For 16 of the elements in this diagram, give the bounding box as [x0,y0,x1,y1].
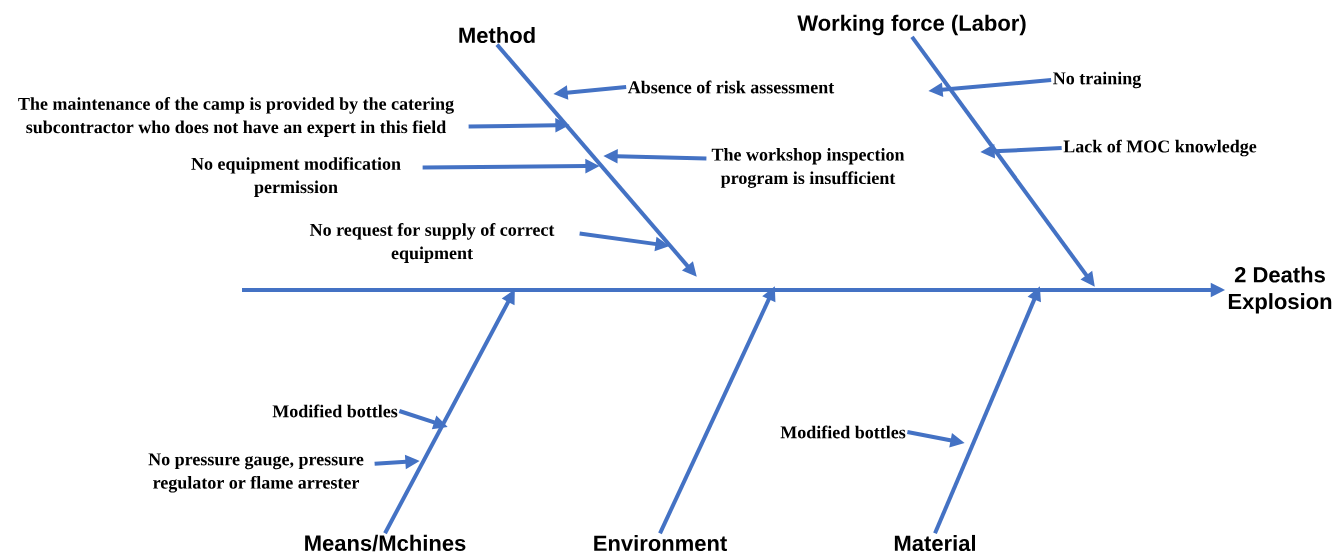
cause-text: Absence of risk assessment [627,80,835,94]
category-label: Material [894,534,975,552]
cause-text: No pressure gauge, pressure regulator or flame arrester [148,453,364,493]
category-label: Method [459,26,535,44]
cause-text: No request for supply of correct equipment [309,223,555,263]
category-label: Working force (Labor) [797,14,1026,36]
cause-text: The workshop inspection program is insufficient [711,148,905,188]
cause-text: Modified bottles [272,404,398,418]
cause-text: Lack of MOC knowledge [1063,139,1257,157]
cause-text: No equipment modification permission [191,157,401,197]
cause-text: Modified bottles [780,425,906,439]
category-label: Means/Mchines [305,534,466,552]
cause-text: No training [1053,71,1142,89]
effect-label: 2 Deaths Explosion [1228,266,1332,314]
category-label: Environment [594,534,727,552]
cause-text: The maintenance of the camp is provided by the catering subcontractor who does not have an expert in this field [18,97,454,137]
